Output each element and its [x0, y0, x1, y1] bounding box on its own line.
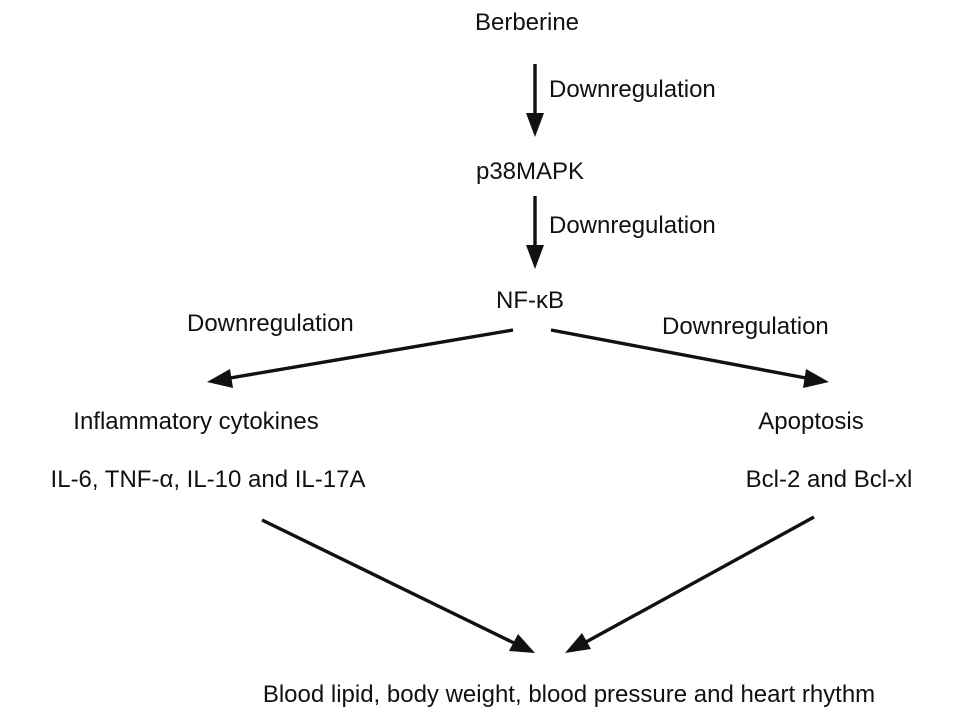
node-cytokine-list: IL-6, TNF-α, IL-10 and IL-17A	[50, 466, 366, 493]
edge-label-nfkb-to-apoptosis: Downregulation	[662, 313, 829, 340]
node-inflammatory-cytokines: Inflammatory cytokines	[73, 408, 319, 435]
node-apoptosis: Apoptosis	[758, 408, 864, 435]
arrow-nfkb-to-inflammatory-cytokines	[207, 328, 514, 388]
arrow-cytokines-to-outcome	[261, 518, 535, 653]
edge-label-berberine-to-p38mapk: Downregulation	[549, 76, 716, 103]
node-p38mapk: p38MAPK	[475, 158, 585, 185]
arrow-berberine-to-p38mapk	[526, 64, 544, 137]
edge-label-p38mapk-to-nfkb: Downregulation	[549, 212, 716, 239]
node-berberine: Berberine	[474, 9, 580, 36]
node-nfkb: NF-κB	[496, 287, 564, 314]
node-apoptosis-list: Bcl-2 and Bcl-xl	[745, 466, 913, 493]
edge-label-nfkb-to-inflammatory-cytokines: Downregulation	[187, 310, 354, 337]
arrow-p38mapk-to-nfkb	[526, 196, 544, 269]
arrow-nfkb-to-apoptosis	[550, 328, 829, 388]
arrow-apoptosis-to-outcome	[565, 515, 815, 653]
node-outcome: Blood lipid, body weight, blood pressure…	[262, 681, 876, 708]
